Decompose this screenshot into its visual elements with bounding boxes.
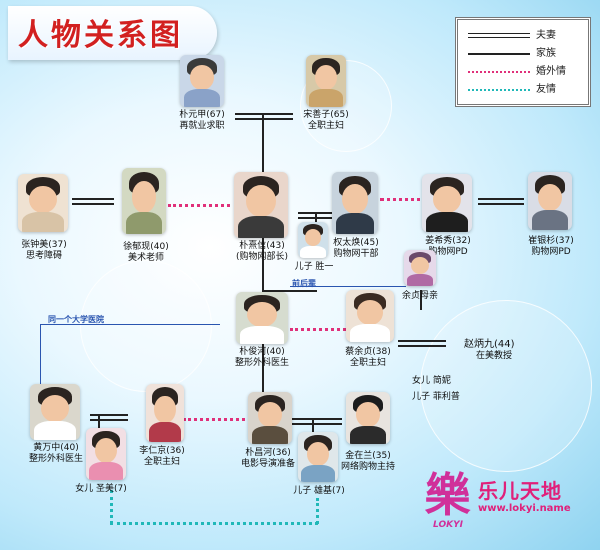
portrait-huang-wanzhong bbox=[30, 384, 80, 440]
portrait-jiang-xixiu bbox=[422, 174, 472, 232]
same-university-note: 同一个大学医院 bbox=[48, 315, 104, 324]
yu-zhen-mother-name: 余贞母亲 bbox=[401, 291, 438, 301]
couple-line bbox=[478, 198, 524, 205]
li-renjing-name: 李仁京(36) bbox=[139, 446, 185, 456]
legend-friend: 友情 bbox=[468, 82, 583, 98]
couple-line bbox=[286, 418, 342, 425]
park-won-name: 朴元甲(67) bbox=[179, 110, 225, 120]
jin-zailan-role: 网络购物主持 bbox=[340, 462, 395, 472]
park-junhe-role: 整形外科医生 bbox=[234, 358, 289, 368]
decor-bubble bbox=[420, 300, 592, 472]
family-line bbox=[262, 290, 317, 292]
portrait-daughter-shengmei bbox=[86, 428, 126, 480]
portrait-zhang-zhongmei bbox=[18, 174, 68, 232]
page-title: 人物关系图 bbox=[8, 6, 217, 60]
colleague-line bbox=[40, 324, 41, 386]
jiang-xixiu-role: 购物网PD bbox=[428, 247, 468, 257]
legend: 夫妻 家族 婚外情 友情 bbox=[455, 17, 591, 107]
jin-zailan-name: 金在兰(35) bbox=[345, 451, 391, 461]
zhao-bingjiu-name: 赵炳九(44) bbox=[464, 339, 515, 350]
affair-line bbox=[290, 328, 346, 331]
cai-yuzhen-name: 蔡余贞(38) bbox=[345, 347, 391, 357]
former-in-law-note: 前后辈 bbox=[292, 279, 316, 288]
zhao-son-name: 儿子 菲利普 bbox=[412, 392, 460, 402]
park-changhe-role: 电影导演准备 bbox=[240, 459, 295, 469]
portrait-li-renjing bbox=[146, 384, 184, 442]
park-changhe-name: 朴昌河(36) bbox=[245, 448, 291, 458]
portrait-quan-taixiu bbox=[332, 172, 378, 234]
portrait-xu-yuxian bbox=[122, 168, 166, 234]
portrait-jin-zailan bbox=[346, 392, 390, 444]
friend-line bbox=[110, 522, 318, 525]
song-seonja-name: 宋善子(65) bbox=[303, 110, 349, 120]
portrait-son-shengyi bbox=[298, 222, 328, 258]
couple-line bbox=[398, 340, 446, 347]
family-line bbox=[420, 290, 422, 310]
huang-wanzhong-role: 整形外科医生 bbox=[28, 454, 83, 464]
watermark-logo: 樂 bbox=[424, 468, 471, 522]
xu-yuxian-name: 徐郁现(40) bbox=[123, 242, 169, 252]
portrait-son-xiongji bbox=[298, 432, 338, 482]
portrait-song-seonja bbox=[306, 55, 346, 107]
portrait-park-won bbox=[180, 55, 224, 107]
couple-line bbox=[235, 113, 293, 120]
legend-family: 家族 bbox=[468, 46, 583, 62]
portrait-cui-yinshan bbox=[528, 172, 572, 230]
friend-line bbox=[316, 498, 319, 524]
couple-line bbox=[72, 198, 114, 205]
portrait-park-junhe bbox=[236, 292, 288, 344]
zhang-zhongmei-name: 张钟美(37) bbox=[21, 240, 67, 250]
affair-line bbox=[380, 198, 428, 201]
park-junhe-name: 朴俊河(40) bbox=[239, 347, 285, 357]
cui-yinshan-name: 崔银杉(37) bbox=[528, 236, 574, 246]
former-in-law-line bbox=[290, 286, 406, 287]
portrait-park-huixin bbox=[234, 172, 288, 238]
song-seonja-role: 全职主妇 bbox=[307, 121, 344, 131]
couple-line bbox=[90, 414, 128, 421]
cui-yinshan-role: 购物网PD bbox=[531, 247, 571, 257]
decor-bubble bbox=[80, 260, 212, 392]
portrait-cai-yuzhen bbox=[346, 290, 394, 342]
park-huixin-name: 朴熹信(43) bbox=[239, 241, 285, 251]
portrait-yu-zhen-mother bbox=[404, 250, 436, 286]
cai-yuzhen-role: 全职主妇 bbox=[349, 358, 386, 368]
park-won-role: 再就业求职 bbox=[179, 121, 225, 131]
zhao-bingjiu-role: 在美教授 bbox=[476, 351, 513, 361]
son-xiongji-name: 儿子 雄基(7) bbox=[293, 486, 345, 496]
affair-line bbox=[168, 204, 230, 207]
daughter-shengmei-name: 女儿 圣美(7) bbox=[75, 484, 127, 494]
xu-yuxian-role: 美术老师 bbox=[127, 253, 164, 263]
son-shengyi-name: 儿子 胜一 bbox=[294, 262, 334, 272]
watermark-logo-sub: LOKYI bbox=[433, 520, 463, 530]
li-renjing-role: 全职主妇 bbox=[143, 457, 180, 467]
quan-taixiu-role: 购物网干部 bbox=[333, 249, 379, 259]
huang-wanzhong-name: 黄万中(40) bbox=[33, 443, 79, 453]
quan-taixiu-name: 权太焕(45) bbox=[333, 238, 379, 248]
jiang-xixiu-name: 姜希秀(32) bbox=[425, 236, 471, 246]
watermark-name: 乐儿天地 bbox=[478, 479, 562, 503]
portrait-park-changhe bbox=[248, 392, 292, 444]
friend-line bbox=[110, 490, 113, 524]
legend-affair: 婚外情 bbox=[468, 64, 583, 80]
park-huixin-role: (购物网部长) bbox=[235, 252, 289, 262]
legend-couple: 夫妻 bbox=[468, 28, 583, 44]
colleague-line bbox=[40, 324, 220, 325]
zhang-zhongmei-role: 思考障碍 bbox=[25, 251, 62, 261]
watermark-url: www.lokyi.name bbox=[478, 503, 571, 514]
zhao-daughter-name: 女儿 简妮 bbox=[412, 376, 451, 386]
affair-line bbox=[183, 418, 245, 421]
